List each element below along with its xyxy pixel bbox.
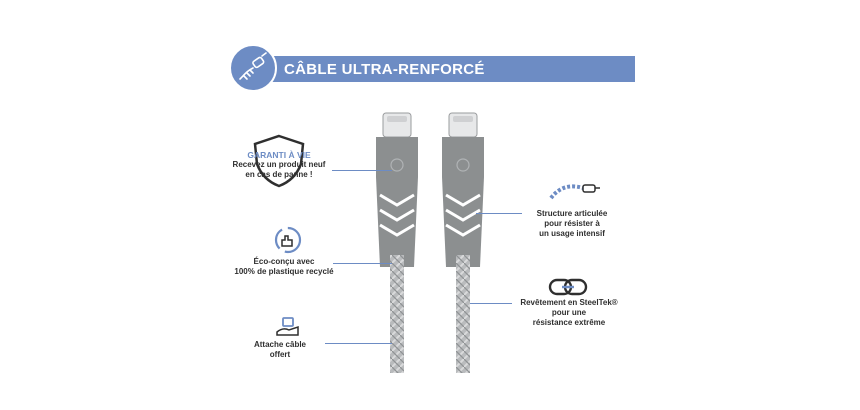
right-cable	[442, 112, 484, 373]
feature-line: Recevez un produit neuf	[232, 160, 326, 169]
feature-line: en cas de panne !	[245, 170, 313, 179]
chain-link-icon	[548, 277, 588, 302]
feature-line: Structure articulée	[536, 209, 608, 218]
feature-line: résistance extrême	[532, 318, 606, 327]
leader-line	[476, 213, 522, 214]
feature-line: offert	[269, 350, 291, 359]
cable-plug-icon	[229, 44, 277, 92]
feature-line: un usage intensif	[539, 229, 605, 238]
feature-lifetime-warranty: GARANTI À VIE Recevez un produit neuf en…	[230, 150, 328, 180]
leader-line	[470, 303, 512, 304]
feature-line: pour une	[551, 308, 587, 317]
recycle-hand-icon	[271, 224, 305, 261]
leader-line	[333, 263, 392, 264]
shield-icon	[251, 134, 307, 193]
page-title: CÂBLE ULTRA-RENFORCÉ	[284, 61, 485, 78]
leader-line	[325, 343, 392, 344]
feature-eco-design: Éco-conçu avec 100% de plastique recyclé	[228, 257, 340, 277]
usb-c-cables-illustration	[376, 112, 484, 373]
leader-line	[332, 170, 392, 171]
feature-cable-tie: Attache câble offert	[240, 340, 320, 360]
cable-tie-hand-icon	[275, 316, 301, 343]
warranty-title: GARANTI À VIE	[247, 150, 311, 160]
feature-line: Attache câble	[253, 340, 307, 349]
title-banner	[238, 56, 635, 82]
feature-line: Éco-conçu avec	[253, 257, 315, 266]
feature-line: pour résister à	[544, 219, 600, 228]
flex-cable-icon	[547, 178, 603, 207]
feature-articulated-structure: Structure articulée pour résister à un u…	[520, 209, 624, 239]
feature-steeltek-coating: Revêtement en SteelTek® pour une résista…	[512, 298, 626, 328]
feature-line: Revêtement en SteelTek®	[520, 298, 618, 307]
left-cable	[376, 112, 418, 373]
feature-line: 100% de plastique recyclé	[234, 267, 334, 276]
